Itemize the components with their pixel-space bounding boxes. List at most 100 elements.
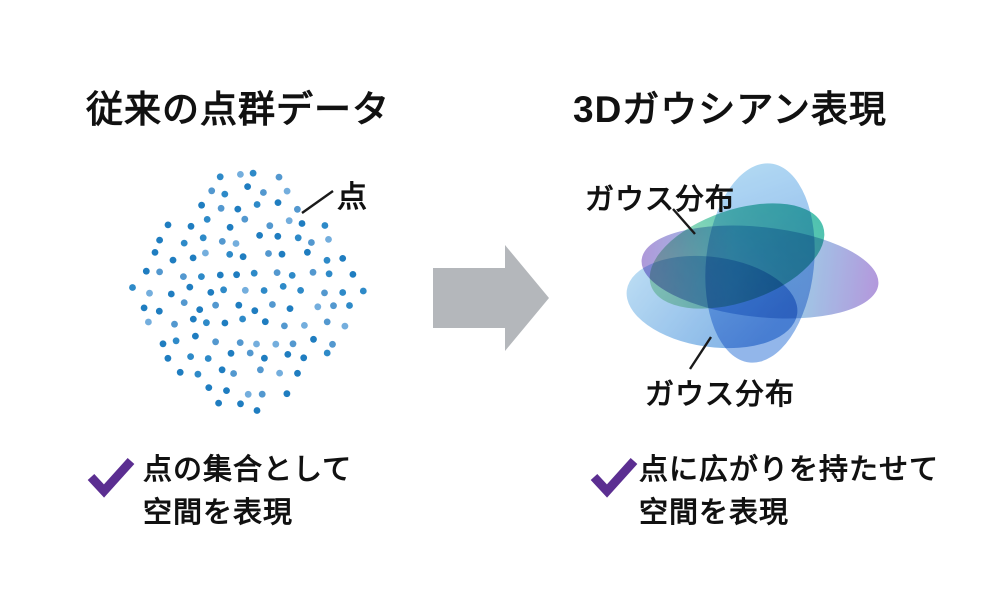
point-dot bbox=[212, 301, 219, 309]
point-dot bbox=[156, 268, 163, 276]
point-dot bbox=[298, 220, 306, 227]
point-dot bbox=[294, 234, 302, 242]
point-dot bbox=[275, 173, 283, 181]
point-dot bbox=[341, 322, 349, 330]
point-dot bbox=[289, 340, 297, 348]
point-dot bbox=[265, 250, 272, 257]
checkmark-stroke bbox=[87, 457, 135, 498]
point-dot bbox=[203, 319, 210, 327]
point-dot bbox=[216, 173, 224, 181]
point-dot bbox=[329, 340, 336, 348]
right-caption-line1: 点に広がりを持たせて bbox=[639, 454, 940, 486]
point-dot bbox=[261, 318, 269, 326]
arrow-shape bbox=[433, 245, 549, 351]
gaussian-figure bbox=[626, 163, 879, 370]
left-caption-line2: 空間を表現 bbox=[143, 497, 294, 529]
point-dot bbox=[226, 223, 234, 231]
point-dot bbox=[171, 320, 178, 328]
point-dot bbox=[180, 299, 188, 306]
point-dot bbox=[140, 304, 148, 312]
point-dot bbox=[266, 222, 274, 230]
point-dot bbox=[300, 354, 308, 362]
point-dot bbox=[208, 187, 216, 195]
point-dot bbox=[187, 353, 194, 360]
point-dot bbox=[241, 286, 249, 294]
point-dot bbox=[218, 366, 226, 374]
point-dot bbox=[146, 289, 153, 297]
point-dot bbox=[212, 338, 219, 346]
point-dot bbox=[164, 221, 172, 229]
point-dot bbox=[285, 217, 293, 225]
point-dot bbox=[189, 254, 197, 262]
point-dot bbox=[281, 322, 288, 330]
point-dot bbox=[172, 337, 180, 345]
transform-arrow-icon bbox=[433, 245, 549, 351]
checkmark-icon bbox=[590, 457, 638, 498]
point-dot bbox=[236, 339, 244, 346]
point-dot bbox=[186, 283, 194, 291]
point-dot bbox=[230, 370, 238, 377]
point-dot bbox=[151, 249, 159, 256]
point-dot bbox=[309, 268, 317, 276]
point-dot bbox=[288, 272, 296, 279]
gauss-callout-line-bottom bbox=[688, 336, 713, 370]
point-dot bbox=[276, 369, 283, 377]
point-dot bbox=[321, 289, 328, 297]
point-dot bbox=[253, 407, 261, 414]
point-dot bbox=[232, 240, 240, 247]
point-dot bbox=[325, 270, 333, 278]
point-cloud-figure bbox=[129, 169, 367, 414]
point-dot bbox=[274, 232, 282, 240]
point-dot bbox=[297, 287, 304, 294]
point-dot bbox=[339, 255, 347, 262]
left-panel-title: 従来の点群データ bbox=[86, 89, 390, 130]
point-dot bbox=[180, 239, 188, 247]
gauss-label-top: ガウス分布 bbox=[585, 184, 736, 216]
point-dot bbox=[241, 215, 249, 223]
point-dot bbox=[310, 335, 317, 343]
right-panel-title: 3Dガウシアン表現 bbox=[573, 89, 887, 130]
point-dot bbox=[253, 201, 261, 208]
point-dot bbox=[308, 239, 315, 246]
point-dot bbox=[205, 384, 213, 391]
point-dot bbox=[189, 315, 197, 323]
right-caption-line2: 空間を表現 bbox=[639, 497, 790, 529]
point-dot bbox=[235, 301, 243, 309]
point-dot bbox=[204, 355, 212, 362]
point-dot bbox=[244, 183, 252, 190]
point-dot bbox=[159, 340, 167, 348]
point-dot bbox=[323, 256, 331, 264]
point-dot bbox=[269, 301, 276, 308]
point-dot bbox=[198, 273, 205, 280]
point-dot bbox=[196, 306, 204, 313]
point-dot bbox=[202, 249, 209, 257]
point-dot bbox=[278, 250, 286, 258]
point-dot bbox=[286, 305, 294, 312]
point-dot bbox=[274, 199, 282, 206]
point-dot bbox=[339, 289, 347, 296]
point-dot bbox=[279, 283, 287, 290]
point-callout-line bbox=[301, 190, 334, 214]
point-dot bbox=[257, 366, 264, 374]
point-dot bbox=[187, 222, 195, 230]
point-dot bbox=[323, 349, 331, 357]
point-dot bbox=[220, 286, 227, 294]
point-dot bbox=[198, 201, 205, 209]
point-dot bbox=[169, 256, 177, 264]
point-dot bbox=[221, 319, 229, 327]
point-dot bbox=[272, 340, 280, 348]
point-dot bbox=[244, 390, 252, 398]
right-caption: 点に広がりを持たせて 空間を表現 bbox=[639, 449, 939, 535]
point-dot bbox=[283, 187, 291, 195]
point-dot bbox=[249, 169, 257, 177]
point-dot bbox=[156, 236, 163, 244]
point-dot bbox=[250, 269, 258, 277]
point-dot bbox=[176, 368, 184, 376]
point-dot bbox=[233, 271, 241, 279]
point-dot bbox=[239, 315, 247, 323]
point-dot bbox=[239, 253, 247, 261]
point-dot bbox=[180, 273, 187, 280]
point-dot bbox=[164, 354, 172, 362]
point-dot bbox=[218, 238, 226, 245]
point-dot bbox=[325, 236, 332, 243]
